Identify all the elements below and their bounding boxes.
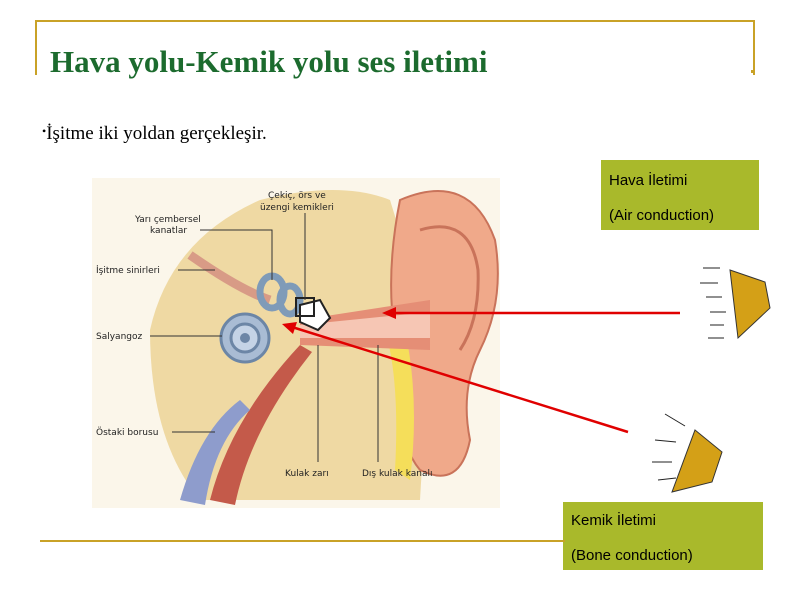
label-eustachian-tube: Östaki borusu [96, 427, 158, 438]
slide-frame-top [35, 20, 755, 22]
leader-lines [150, 213, 379, 462]
bone-conduction-label: Kemik İletimi [571, 512, 657, 529]
bullet-text: İşitme iki yoldan gerçekleşir. [46, 123, 267, 144]
air-conduction-arrow [382, 307, 680, 319]
ear-fold [419, 225, 480, 351]
air-speaker-icon [700, 267, 771, 340]
slide-frame-left [35, 20, 37, 75]
label-ossicles-line1: Çekiç, örs ve [268, 191, 326, 201]
bone-conduction-arrow [282, 322, 629, 434]
bullet-marker: • [42, 124, 47, 138]
bullet-point: •İşitme iki yoldan gerçekleşir. [42, 123, 267, 145]
bone-speaker-icon [652, 413, 723, 493]
eustachian-tube [210, 345, 312, 505]
ear-canal-inner [300, 312, 430, 338]
label-cochlea: Salyangoz [96, 332, 142, 342]
blood-vessel [180, 400, 250, 505]
label-eardrum: Kulak zarı [285, 469, 329, 479]
label-ossicles-line2: üzengi kemikleri [260, 203, 334, 213]
bone-conduction-box: Kemik İletimi (Bone conduction) [563, 502, 763, 570]
slide-bottom-rule [40, 540, 565, 542]
cochlea [219, 312, 271, 364]
bone-conduction-english: (Bone conduction) [571, 547, 693, 564]
label-semicircular-canals-line1: Yarı çembersel [134, 215, 201, 225]
cartilage [385, 330, 414, 480]
slide-title: Hava yolu-Kemik yolu ses iletimi [50, 44, 488, 79]
label-semicircular-canals-line2: kanatlar [150, 226, 187, 236]
air-conduction-box: Hava İletimi (Air conduction) [601, 160, 759, 230]
label-auditory-nerves: İşitme sinirleri [96, 265, 160, 276]
label-ear-canal: Dış kulak kanalı [362, 469, 433, 479]
slide-frame-right [753, 20, 755, 75]
frame-dot [751, 70, 754, 73]
air-conduction-label: Hava İletimi [609, 172, 688, 189]
air-conduction-english: (Air conduction) [609, 207, 715, 224]
